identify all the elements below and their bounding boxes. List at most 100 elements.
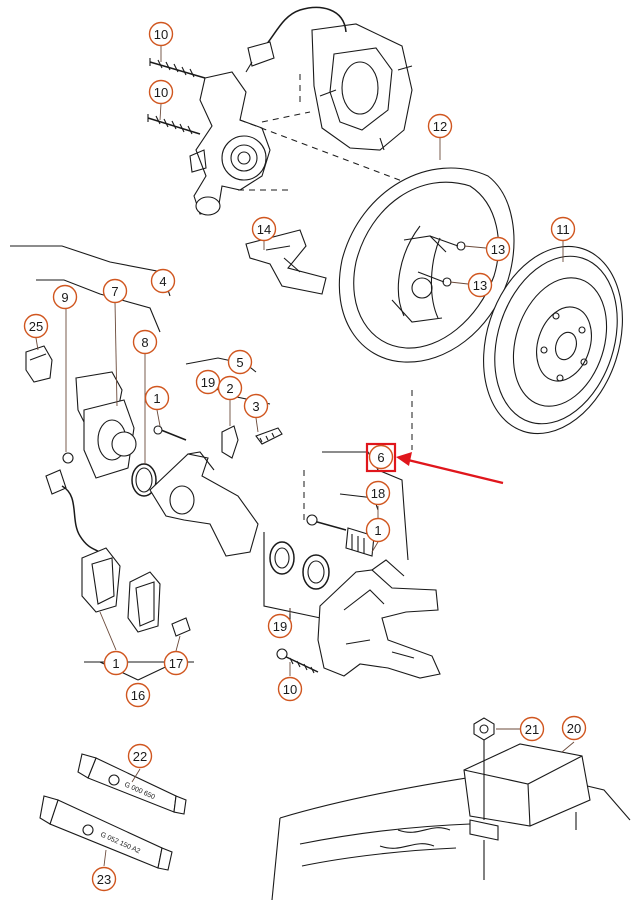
callout-circle	[125, 682, 151, 708]
callout-circle	[150, 268, 176, 294]
control-module	[463, 740, 591, 880]
caliper-housing	[75, 371, 137, 479]
callout-3: 3	[243, 393, 269, 419]
callout-19: 19	[267, 613, 293, 639]
callout-label: 10	[154, 85, 168, 100]
bleed-screw	[255, 427, 283, 445]
callout-circle	[163, 650, 189, 676]
highlight-box-6	[365, 442, 397, 473]
caliper-carrier	[149, 451, 259, 557]
callout-circle	[148, 21, 174, 47]
callout-16: 16	[125, 682, 151, 708]
callout-circle	[365, 480, 391, 506]
leader-lines	[35, 46, 575, 867]
callout-10: 10	[277, 676, 303, 702]
callout-19: 19	[195, 369, 221, 395]
callout-circle	[23, 313, 49, 339]
callout-label: 20	[567, 721, 581, 736]
callout-label: 8	[141, 335, 148, 350]
callout-label: 1	[112, 656, 119, 671]
callout-label: 6	[377, 450, 384, 465]
dust-cap	[221, 425, 239, 459]
pad-clip	[171, 617, 191, 637]
callout-13: 13	[467, 272, 493, 298]
grease-tube-23: G 052 150 A2	[39, 795, 173, 871]
callout-11: 11	[550, 216, 576, 242]
callout-circle	[519, 716, 545, 742]
callout-label: 19	[273, 619, 287, 634]
callout-circle	[103, 650, 129, 676]
brake-pad-left	[81, 547, 121, 613]
callout-9: 9	[52, 284, 78, 310]
wear-sensor-cable	[45, 469, 105, 557]
callout-18: 18	[365, 480, 391, 506]
callout-20: 20	[561, 715, 587, 741]
callout-label: 11	[556, 222, 570, 237]
callout-8: 8	[132, 329, 158, 355]
callout-label: 2	[226, 381, 233, 396]
callout-label: 19	[201, 375, 215, 390]
callout-circle	[227, 349, 253, 375]
callout-label: 10	[283, 682, 297, 697]
bolt-1-left	[153, 425, 187, 441]
callout-label: 9	[61, 290, 68, 305]
callout-21: 21	[519, 716, 545, 742]
callout-circle	[102, 278, 128, 304]
callout-2: 2	[217, 375, 243, 401]
piston-seal	[131, 463, 157, 497]
wear-sensor-bolt	[62, 308, 74, 464]
bolt-10-lower	[276, 648, 319, 674]
callout-circle	[127, 743, 153, 769]
callout-circle	[148, 79, 174, 105]
callout-label: 25	[29, 319, 43, 334]
callout-circle	[485, 236, 511, 262]
callout-12: 12	[427, 113, 453, 139]
callout-circle	[267, 613, 293, 639]
callout-label: 13	[491, 242, 505, 257]
callout-circle	[368, 444, 394, 470]
callout-label: 7	[111, 284, 118, 299]
callout-label: 21	[525, 722, 539, 737]
callout-label: 1	[153, 391, 160, 406]
callout-label: 18	[371, 486, 385, 501]
callout-circle	[243, 393, 269, 419]
callout-circle	[251, 216, 277, 242]
callout-label: 14	[257, 222, 271, 237]
steering-knuckle	[189, 71, 271, 216]
callout-label: 12	[433, 119, 447, 134]
cap-25	[25, 345, 53, 383]
callout-circle	[427, 113, 453, 139]
callout-circle	[467, 272, 493, 298]
callout-1: 1	[103, 650, 129, 676]
module-nut	[473, 717, 495, 741]
callout-23: 23	[91, 866, 117, 892]
callout-label: 17	[169, 656, 183, 671]
callout-label: 23	[97, 872, 111, 887]
callout-5: 5	[227, 349, 253, 375]
callout-17: 17	[163, 650, 189, 676]
callout-label: 3	[252, 399, 259, 414]
caliper-bracket-6	[317, 559, 441, 679]
callout-7: 7	[102, 278, 128, 304]
callout-1: 1	[365, 517, 391, 543]
callout-6: 6	[368, 444, 394, 470]
callout-circle	[132, 329, 158, 355]
highlight-arrow	[396, 452, 504, 485]
brake-disc	[483, 245, 623, 435]
guide-bolt-group	[306, 514, 375, 557]
callout-13: 13	[485, 236, 511, 262]
grease-tube-22: G 000 650	[77, 753, 187, 815]
callout-label: 13	[473, 278, 487, 293]
hub-bolt	[147, 58, 206, 135]
callout-22: 22	[127, 743, 153, 769]
callout-label: 22	[133, 749, 147, 764]
callout-14: 14	[251, 216, 277, 242]
callout-25: 25	[23, 313, 49, 339]
callout-circle	[52, 284, 78, 310]
callout-4: 4	[150, 268, 176, 294]
callout-label: 4	[159, 274, 166, 289]
callout-label: 1	[374, 523, 381, 538]
heat-shield-bracket	[245, 229, 327, 295]
